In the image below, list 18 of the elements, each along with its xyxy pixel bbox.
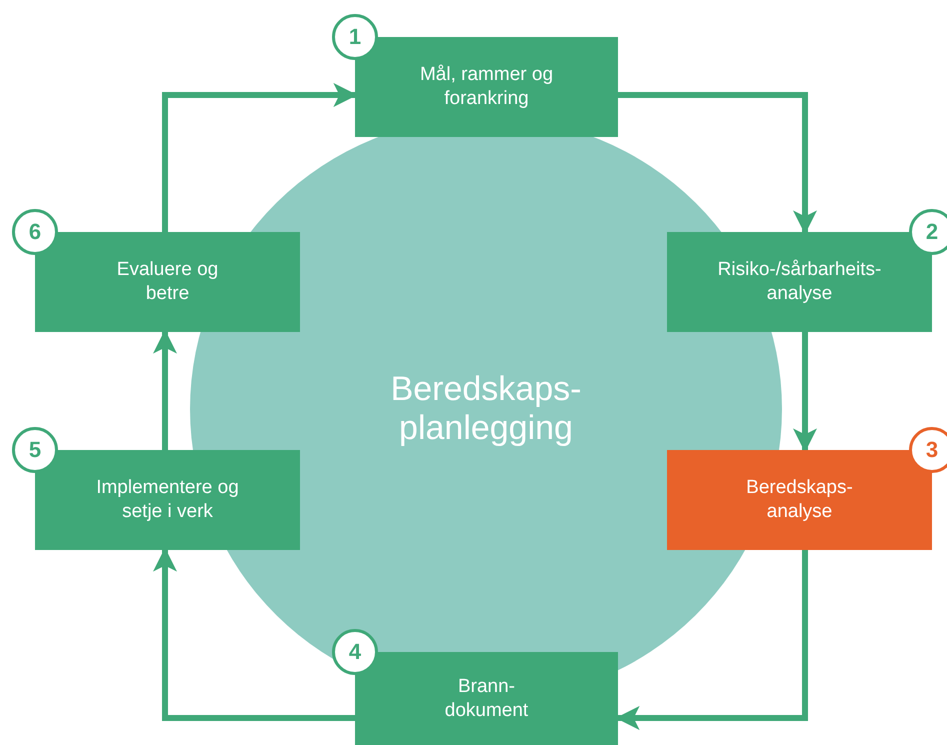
step-label: Implementere og setje i verk — [95, 476, 240, 524]
chevron-arrow — [793, 332, 817, 452]
number-badge: 5 — [12, 427, 58, 473]
step-label: Brann- dokument — [444, 674, 530, 722]
number-badge: 6 — [12, 209, 58, 255]
number-badge: 2 — [909, 209, 947, 255]
chevron-arrow — [618, 92, 817, 234]
chevron-arrow — [153, 548, 355, 721]
chevron-arrow — [153, 330, 177, 450]
number-badge: 4 — [332, 629, 378, 675]
number-badge: 3 — [909, 427, 947, 473]
step-label: Beredskaps- analyse — [745, 476, 854, 524]
step-label: Risiko-/sårbarheits- analyse — [716, 258, 882, 306]
hub-title: Beredskaps- planlegging — [376, 370, 596, 448]
step-label: Evaluere og betre — [116, 258, 220, 306]
chevron-arrow — [162, 83, 358, 232]
number-badge: 1 — [332, 14, 378, 60]
step-label: Mål, rammer og forankring — [419, 63, 554, 111]
